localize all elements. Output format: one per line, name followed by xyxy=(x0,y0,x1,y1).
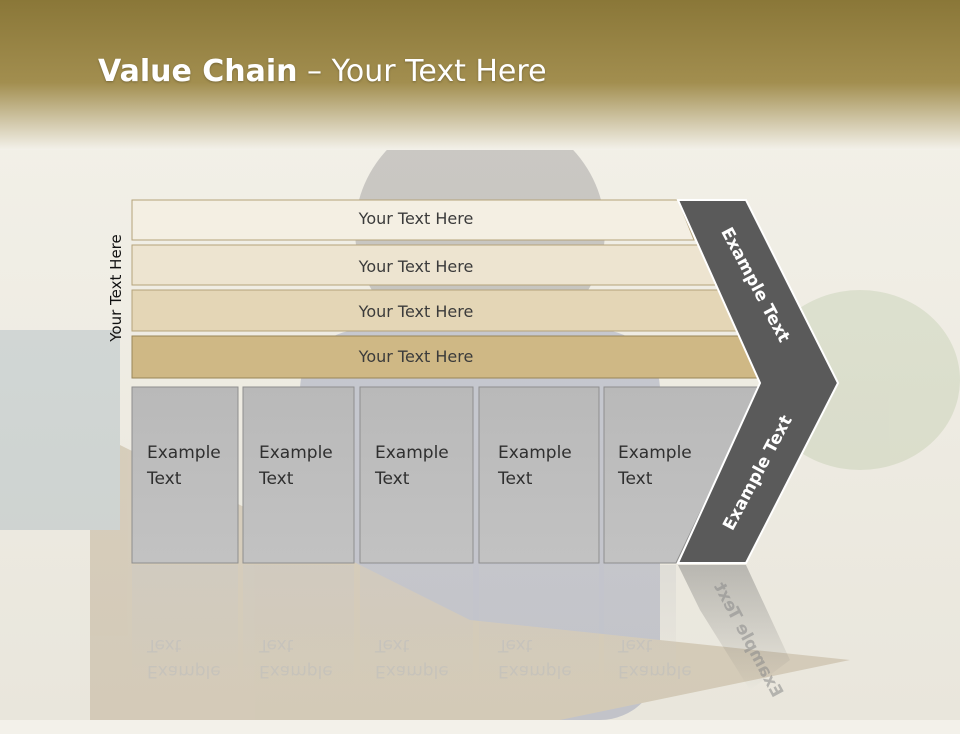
box-5-line2: Text xyxy=(618,469,653,489)
box-1-line1: Example xyxy=(147,443,221,463)
box-4-line1: Example xyxy=(498,443,572,463)
row-1-label: Your Text Here xyxy=(358,209,474,228)
box-1 xyxy=(131,386,239,564)
row-3-label: Your Text Here xyxy=(358,302,474,321)
box-5-line1: Example xyxy=(618,443,692,463)
box-1-line2: Text xyxy=(147,469,182,489)
box-4-line2: Text xyxy=(498,469,533,489)
box-4 xyxy=(478,386,600,564)
box-3-line2: Text xyxy=(375,469,410,489)
side-vertical-label: Your Text Here xyxy=(107,234,125,342)
title-rest: – Your Text Here xyxy=(297,54,547,89)
header-band xyxy=(0,0,960,150)
box-5 xyxy=(603,386,761,564)
box-2 xyxy=(242,386,355,564)
box-2-line2: Text xyxy=(259,469,294,489)
box-2-line1: Example xyxy=(259,443,333,463)
slide-title: Value Chain – Your Text Here xyxy=(98,54,547,89)
chevron-reflection xyxy=(678,565,790,690)
chevron-arrow xyxy=(676,199,840,564)
box-3 xyxy=(359,386,474,564)
title-bold: Value Chain xyxy=(98,54,298,89)
row-4-label: Your Text Here xyxy=(358,347,474,366)
row-1-bar xyxy=(131,199,695,241)
box-3-line1: Example xyxy=(375,443,449,463)
row-2-label: Your Text Here xyxy=(358,257,474,276)
boxes-reflection xyxy=(132,565,676,685)
